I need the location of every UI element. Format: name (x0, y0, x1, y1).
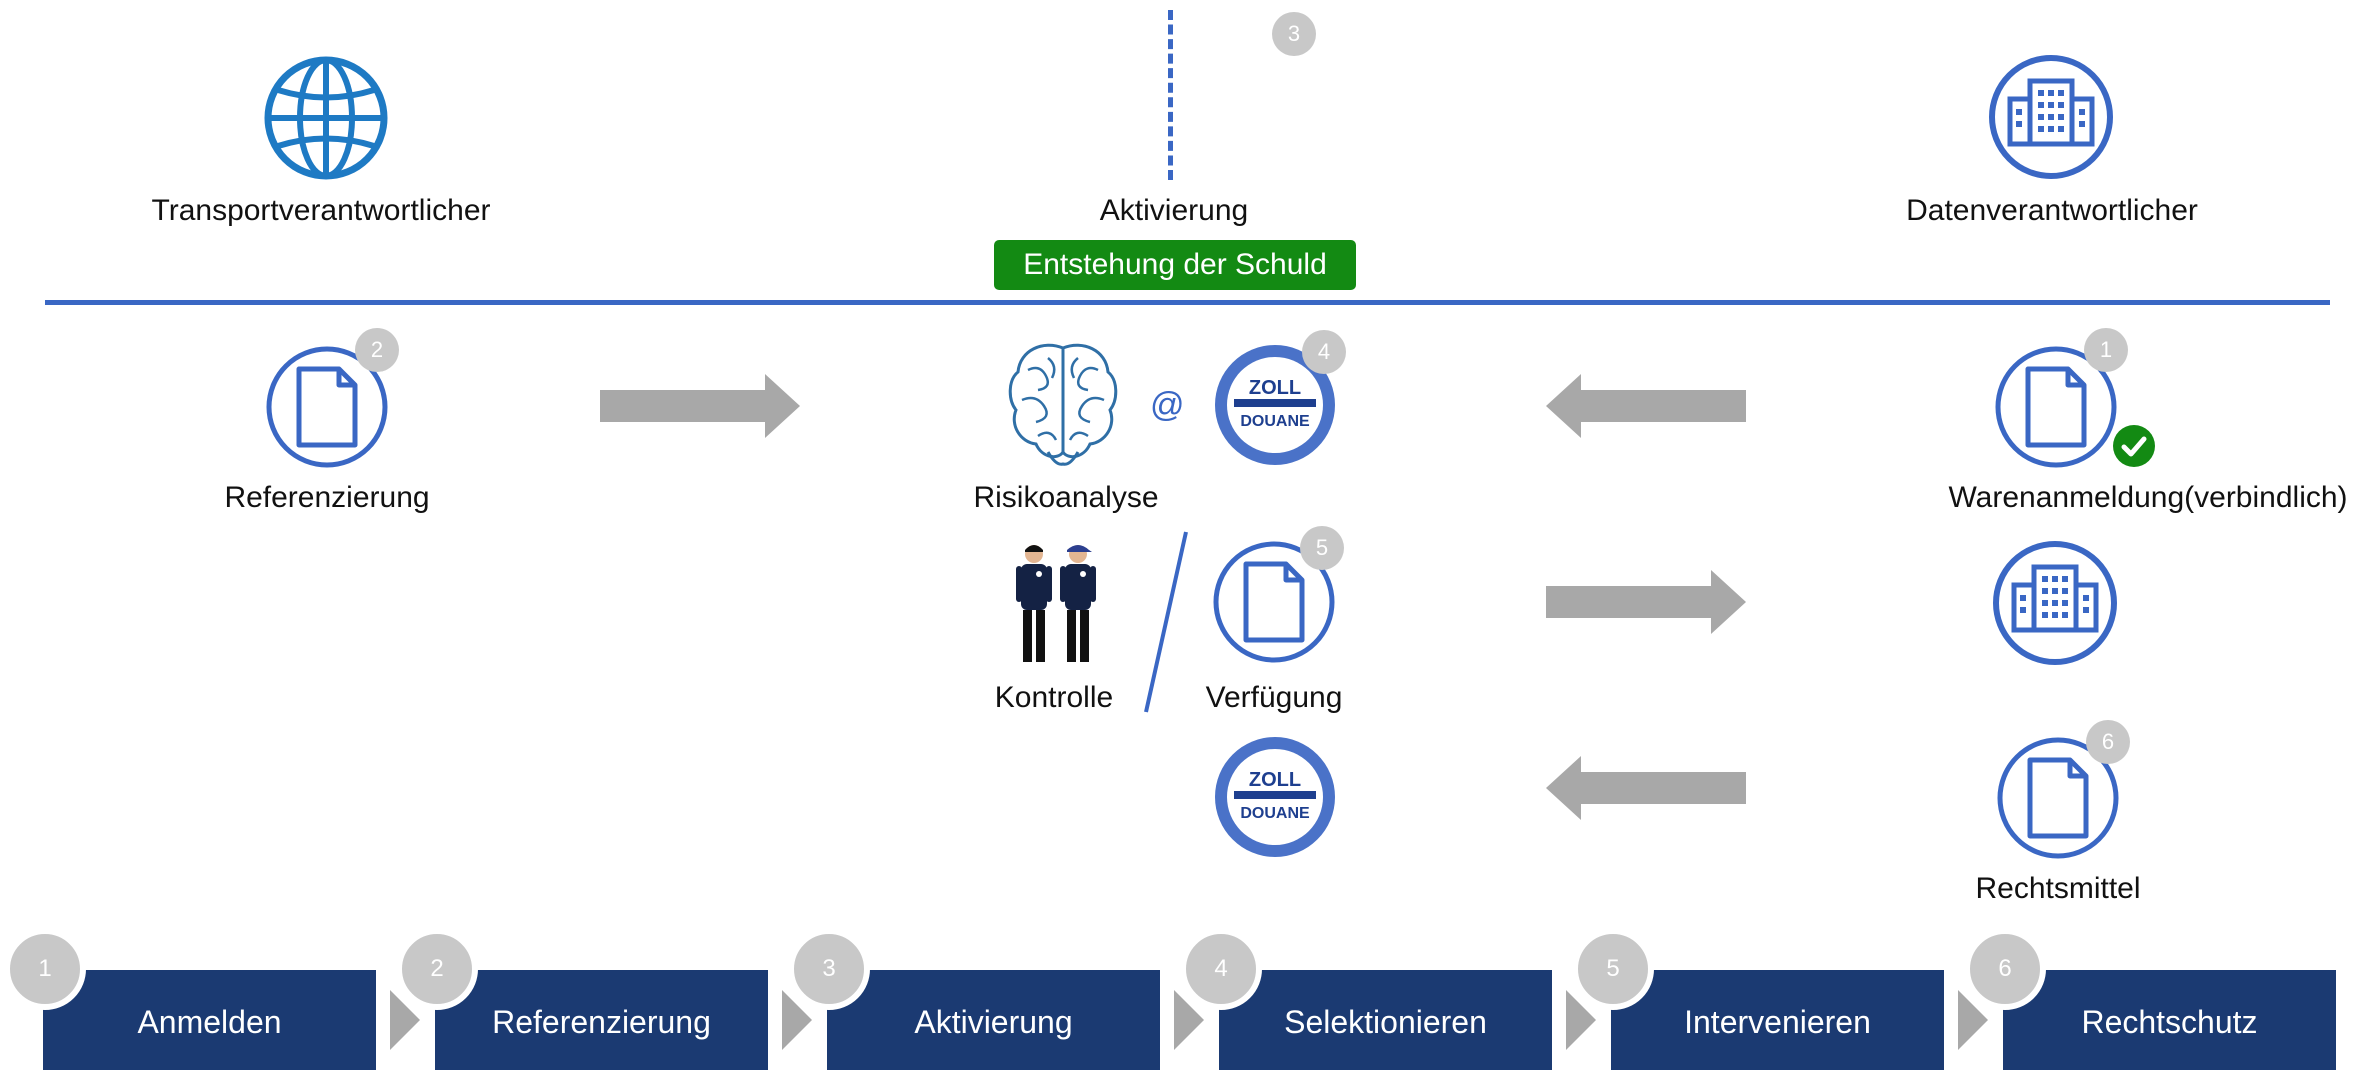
doc-number-badge: 2 (355, 328, 399, 372)
appeal-number-badge: 6 (2086, 720, 2130, 764)
step-number: 5 (1572, 928, 1654, 1010)
step-label: Intervenieren (1684, 1004, 1871, 1040)
arrow-left-icon (1546, 756, 1746, 820)
step-number: 2 (396, 928, 478, 1010)
step-label: Selektionieren (1284, 1004, 1487, 1040)
step-label: Aktivierung (914, 1004, 1073, 1040)
referencing-label: Referenzierung (224, 481, 430, 514)
seal-bottom-text: DOUANE (1240, 413, 1310, 430)
separator-line (45, 300, 2330, 305)
step-number: 6 (1964, 928, 2046, 1010)
building-icon (1993, 541, 2117, 665)
data-responsible-label: Datenverantwortlicher (1906, 194, 2198, 227)
risk-analysis-label: Risikoanalyse (973, 481, 1159, 514)
seal-top-text: ZOLL (1249, 377, 1301, 399)
activation-divider (1168, 10, 1173, 180)
arrow-left-icon (1546, 374, 1746, 438)
control-label: Kontrolle (994, 681, 1114, 714)
process-step: Aktivierung (827, 970, 1160, 1070)
at-sign: @ (1150, 386, 1185, 424)
step-label: Rechtschutz (2081, 1004, 2258, 1040)
order-number-badge: 5 (1300, 526, 1344, 570)
process-step: Referenzierung (435, 970, 768, 1070)
customs-seal-icon: ZOLL DOUANE (1215, 737, 1335, 857)
building-icon (1989, 55, 2113, 179)
declaration-label: Warenanmeldung(verbindlich) (1948, 481, 2348, 514)
process-step: Selektionieren (1219, 970, 1552, 1070)
step-number: 4 (1180, 928, 1262, 1010)
seal-bottom-text: DOUANE (1240, 805, 1310, 822)
seal-top-text: ZOLL (1249, 769, 1301, 791)
document-icon (1997, 737, 2119, 859)
order-label: Verfügung (1205, 681, 1343, 714)
appeal-label: Rechtsmittel (1975, 872, 2141, 905)
debt-origin-badge: Entstehung der Schuld (994, 240, 1356, 290)
step-number-badge: 3 (1272, 12, 1316, 56)
arrow-right-icon (1546, 570, 1746, 634)
customs-number-badge: 4 (1302, 330, 1346, 374)
step-label: Referenzierung (492, 1004, 711, 1040)
document-icon (1213, 541, 1335, 663)
declaration-number-badge: 1 (2084, 328, 2128, 372)
slash-divider (1144, 531, 1188, 713)
transport-responsible-label: Transportverantwortlicher (151, 194, 491, 227)
step-number: 3 (788, 928, 870, 1010)
customs-officers-icon (1016, 545, 1096, 662)
activation-label: Aktivierung (1099, 194, 1249, 227)
process-step: Intervenieren (1611, 970, 1944, 1070)
step-label: Anmelden (137, 1004, 282, 1040)
globe-icon (264, 56, 388, 180)
document-icon (1995, 346, 2117, 468)
arrow-right-icon (600, 374, 800, 438)
step-number: 1 (4, 928, 86, 1010)
brain-icon (1008, 343, 1118, 466)
document-icon (266, 346, 388, 468)
customs-seal-icon: ZOLL DOUANE (1215, 345, 1335, 465)
check-icon (2113, 425, 2155, 467)
process-step: Anmelden (43, 970, 376, 1070)
process-step: Rechtschutz (2003, 970, 2336, 1070)
